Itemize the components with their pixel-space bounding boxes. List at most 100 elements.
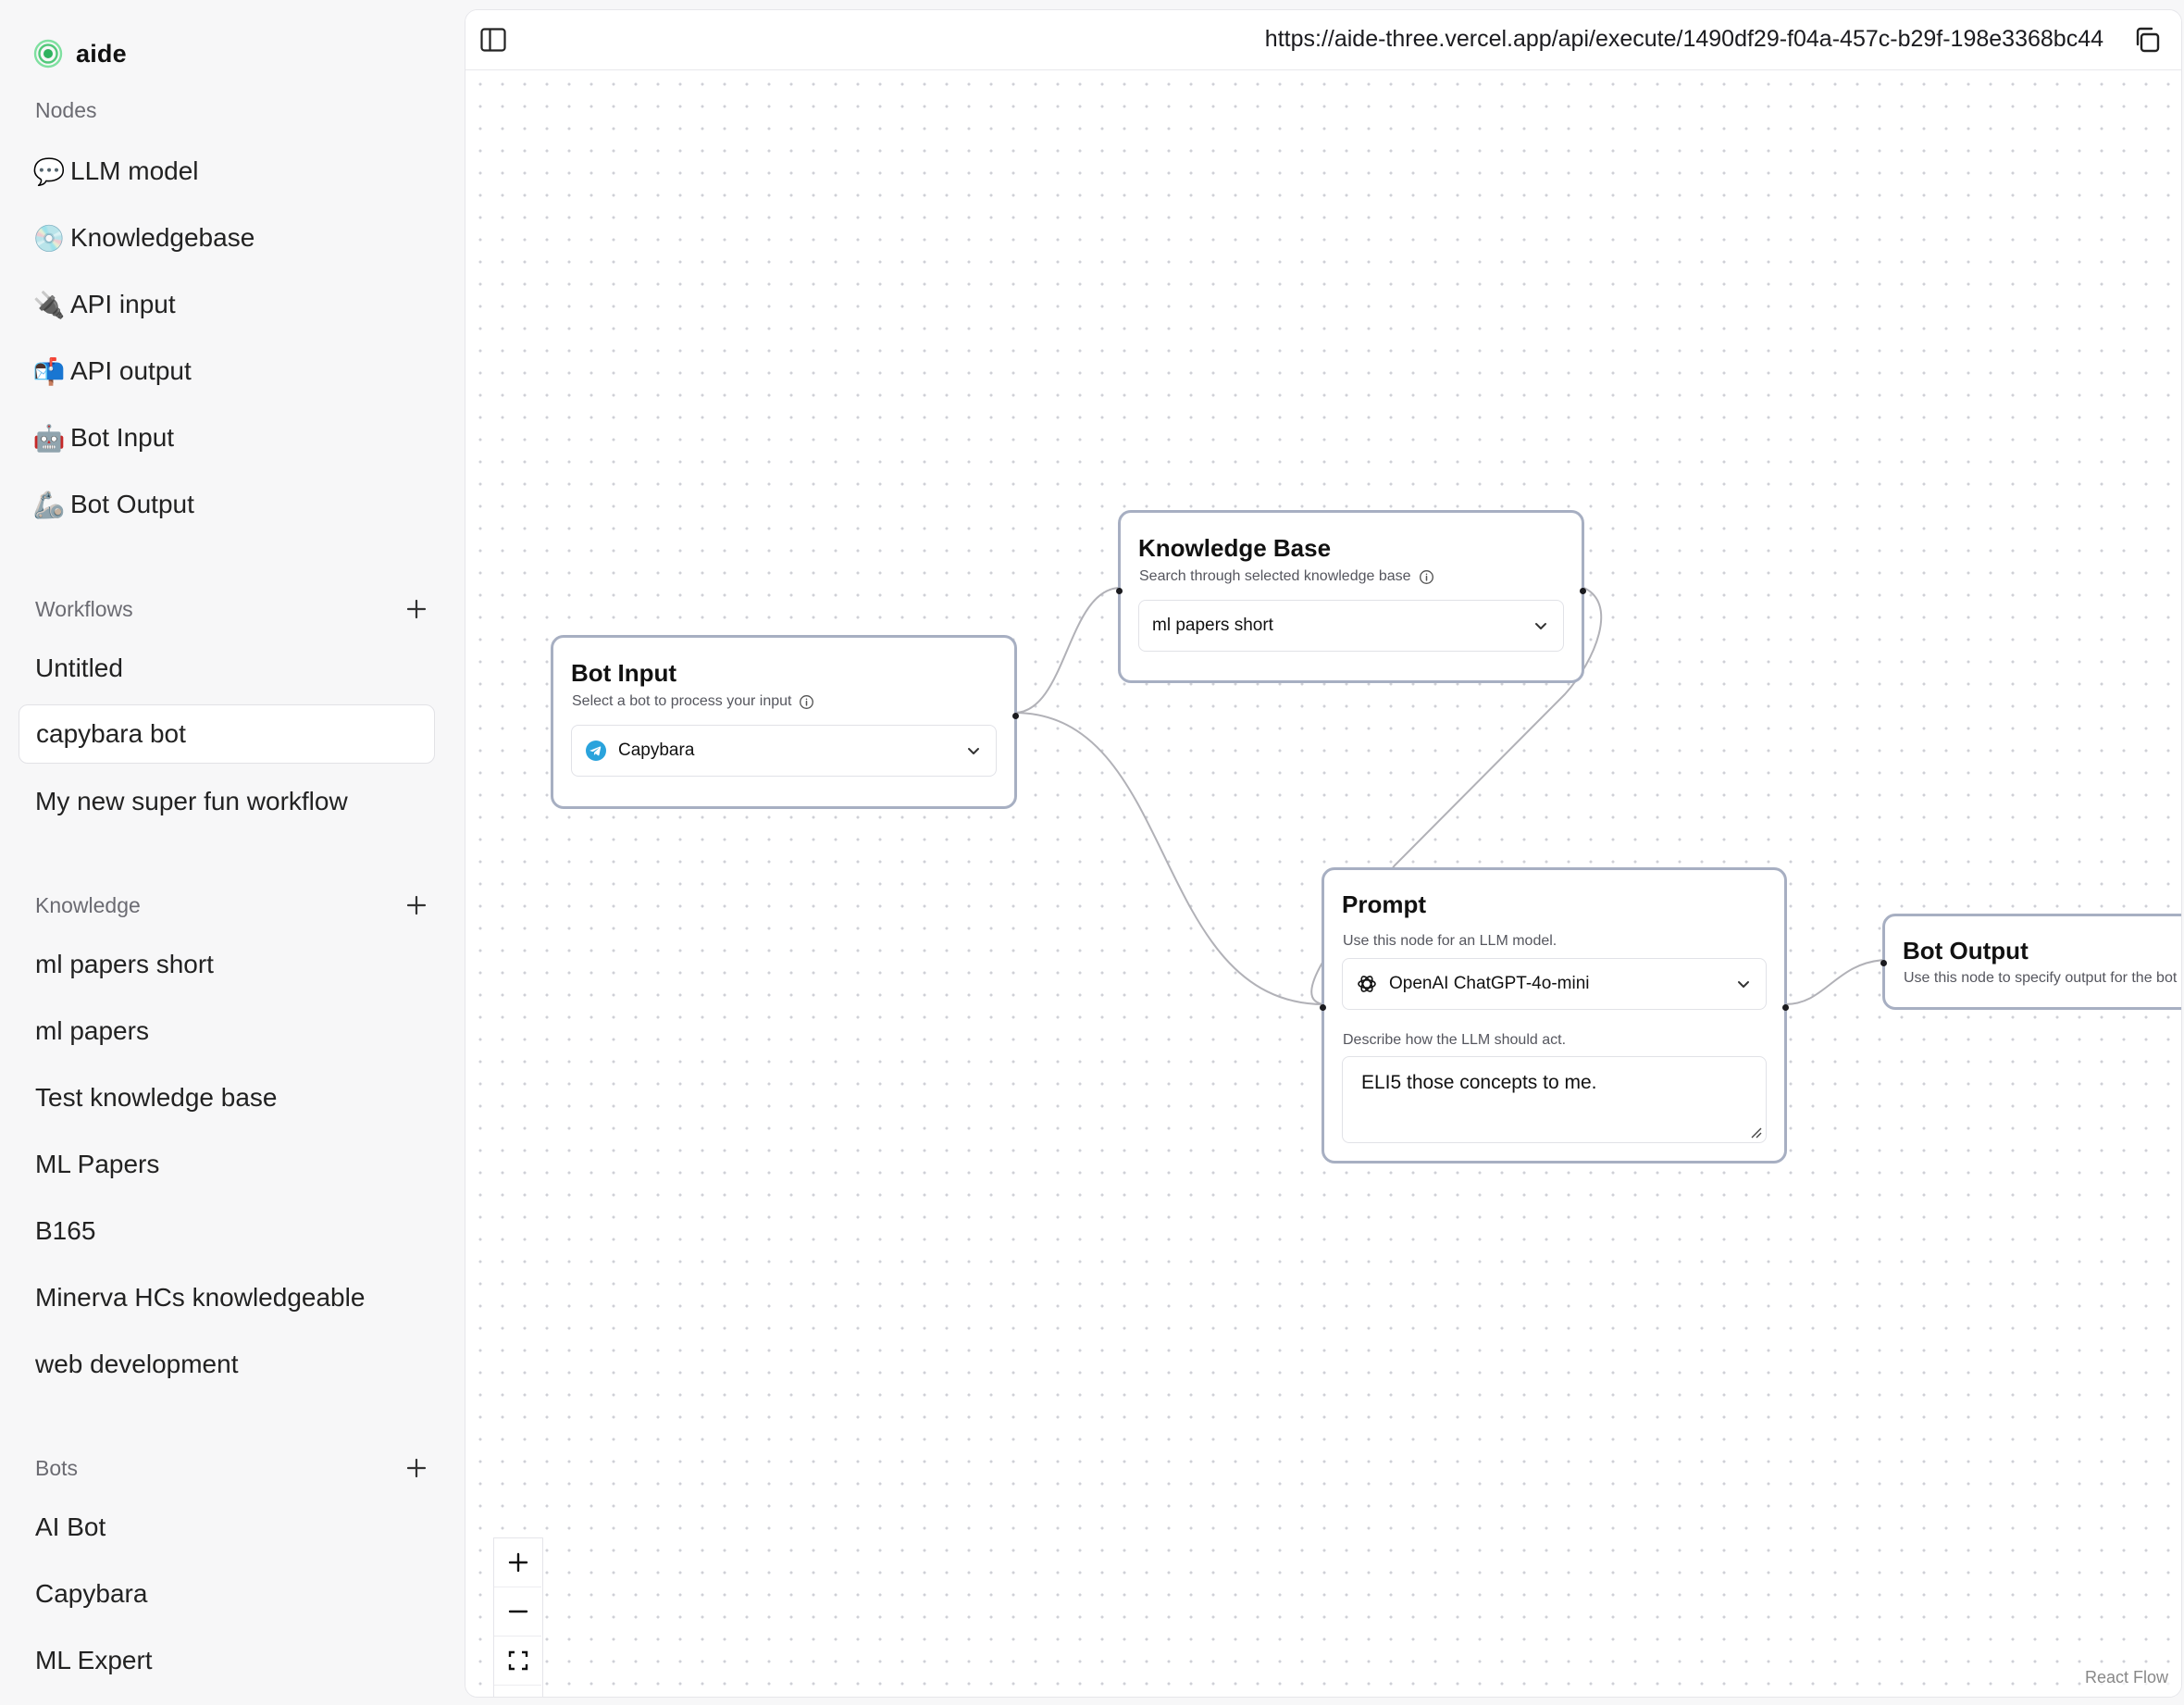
node-subtitle: Use this node for an LLM model.	[1343, 933, 1557, 949]
bots-section-header: Bots	[35, 1451, 433, 1485]
knowledge-section-header: Knowledge	[35, 889, 433, 922]
robot-icon: 🤖	[32, 423, 66, 453]
node-subtitle: Search through selected knowledge base	[1139, 568, 1434, 585]
resize-grip-icon[interactable]	[1749, 1126, 1762, 1139]
node-title: Knowledge Base	[1138, 534, 1332, 562]
bot-select[interactable]: Capybara	[571, 725, 997, 777]
prompt-target-handle[interactable]	[1320, 1004, 1326, 1011]
add-workflow-button[interactable]	[400, 592, 433, 626]
node-subtitle: Select a bot to process your input	[572, 693, 814, 710]
flow-controls	[493, 1537, 543, 1697]
bot-item[interactable]: AI Bot	[35, 1512, 106, 1541]
node-type-knowledgebase[interactable]: 💿 Knowledgebase	[19, 208, 435, 268]
info-icon[interactable]	[1419, 569, 1434, 585]
sidebar: aide Nodes 💬 LLM model 💿 Knowledgebase 🔌…	[0, 0, 463, 1705]
knowledge-item[interactable]: ML Papers	[35, 1150, 160, 1178]
nodes-section-title: Nodes	[35, 98, 97, 122]
plug-icon: 🔌	[32, 290, 66, 319]
model-select[interactable]: OpenAI ChatGPT-4o-mini	[1342, 958, 1767, 1010]
speech-bubble-icon: 💬	[32, 156, 66, 186]
info-icon[interactable]	[799, 694, 814, 710]
api-url: https://aide-three.vercel.app/api/execut…	[1264, 26, 2103, 52]
node-subtitle: Use this node to specify output for the …	[1904, 970, 2178, 986]
node-type-api-input[interactable]: 🔌 API input	[19, 275, 435, 334]
knowledge-base-source-handle[interactable]	[1580, 588, 1586, 594]
fit-view-button[interactable]	[494, 1637, 541, 1686]
node-title: Bot Input	[571, 659, 677, 687]
knowledge-base-target-handle[interactable]	[1116, 588, 1123, 594]
zoom-out-button[interactable]	[494, 1587, 541, 1637]
knowledge-base-node[interactable]: Knowledge Base Search through selected k…	[1116, 510, 1586, 683]
node-type-label: Bot Input	[70, 423, 175, 452]
node-type-label: Knowledgebase	[70, 223, 255, 252]
node-type-api-output[interactable]: 📬 API output	[19, 342, 435, 401]
toggle-interactivity-button[interactable]	[494, 1686, 541, 1697]
bot-output-target-handle[interactable]	[1880, 960, 1887, 966]
knowledge-item[interactable]: ml papers short	[35, 950, 214, 978]
plus-icon	[406, 1458, 427, 1478]
bots-section-title: Bots	[35, 1455, 79, 1480]
bot-input-source-handle[interactable]	[1012, 713, 1019, 719]
copy-url-button[interactable]	[2131, 24, 2163, 56]
node-type-bot-output[interactable]: 🦾 Bot Output	[19, 475, 435, 534]
node-title: Prompt	[1342, 890, 1426, 918]
knowledge-item[interactable]: web development	[35, 1350, 239, 1378]
chevron-down-icon	[1535, 623, 1546, 629]
bot-input-node[interactable]: Bot Input Select a bot to process your i…	[551, 635, 1019, 809]
telegram-icon	[585, 740, 607, 762]
knowledge-item[interactable]: Test knowledge base	[35, 1083, 278, 1112]
copy-icon	[2136, 27, 2160, 53]
node-subtitle-text: Select a bot to process your input	[572, 693, 792, 709]
node-title: Bot Output	[1903, 937, 2029, 965]
workflow-item[interactable]: Untitled	[35, 653, 123, 682]
fit-view-icon	[508, 1650, 527, 1671]
edge-botinput-knowledgebase	[1013, 587, 1122, 714]
prompt-node[interactable]: Prompt Use this node for an LLM model. O…	[1320, 867, 1789, 1164]
aide-logo-icon	[33, 39, 63, 68]
instructions-textarea[interactable]: ELI5 those concepts to me.	[1342, 1056, 1767, 1143]
edges-layer	[1013, 586, 1886, 1005]
nodes-section-header: Nodes	[35, 98, 433, 123]
knowledge-section-title: Knowledge	[35, 892, 141, 917]
bot-output-node[interactable]: Bot Output Use this node to specify outp…	[1880, 914, 2181, 1010]
brand[interactable]: aide	[33, 37, 127, 70]
bot-item[interactable]: ML Expert	[35, 1646, 153, 1674]
edge-knowledgebase-prompt	[1310, 586, 1603, 1005]
node-subtitle-text: Search through selected knowledge base	[1139, 568, 1411, 584]
instructions-text: ELI5 those concepts to me.	[1361, 1072, 1597, 1093]
sidebar-toggle-button[interactable]	[478, 25, 508, 55]
flow-canvas[interactable]: Bot Input Select a bot to process your i…	[465, 69, 2181, 1697]
knowledge-base-select[interactable]: ml papers short	[1138, 600, 1564, 652]
node-type-label: API output	[70, 356, 192, 385]
canvas-topbar: https://aide-three.vercel.app/api/execut…	[465, 10, 2181, 70]
zoom-in-button[interactable]	[494, 1538, 541, 1587]
prompt-source-handle[interactable]	[1782, 1004, 1789, 1011]
workflows-section-title: Workflows	[35, 596, 133, 621]
knowledge-item[interactable]: ml papers	[35, 1016, 149, 1045]
knowledge-item[interactable]: B165	[35, 1216, 96, 1245]
bot-item[interactable]: Capybara	[35, 1579, 148, 1608]
selected-model: OpenAI ChatGPT-4o-mini	[1389, 974, 1590, 993]
mechanical-arm-icon: 🦾	[32, 490, 66, 519]
disc-icon: 💿	[32, 223, 66, 253]
node-type-label: API input	[70, 290, 176, 318]
instructions-label: Describe how the LLM should act.	[1343, 1032, 1567, 1048]
edge-prompt-botoutput	[1784, 959, 1886, 1005]
minus-icon	[508, 1610, 527, 1613]
node-type-bot-input[interactable]: 🤖 Bot Input	[19, 408, 435, 467]
node-type-label: LLM model	[70, 156, 199, 185]
app-name: aide	[76, 39, 127, 68]
selected-knowledge-base: ml papers short	[1152, 616, 1273, 635]
workflow-panel: https://aide-three.vercel.app/api/execut…	[465, 9, 2182, 1698]
workflow-item-active[interactable]: capybara bot	[19, 704, 435, 764]
knowledge-item[interactable]: Minerva HCs knowledgeable	[35, 1283, 366, 1312]
edge-botinput-prompt	[1013, 712, 1325, 1005]
add-knowledge-button[interactable]	[400, 889, 433, 922]
panel-left-icon	[480, 28, 506, 52]
node-type-llm-model[interactable]: 💬 LLM model	[19, 142, 435, 201]
selected-bot: Capybara	[618, 740, 695, 760]
add-bot-button[interactable]	[400, 1451, 433, 1485]
chevron-down-icon	[968, 748, 979, 754]
workflow-item[interactable]: My new super fun workflow	[35, 787, 348, 815]
react-flow-attribution[interactable]: React Flow	[2080, 1666, 2172, 1689]
